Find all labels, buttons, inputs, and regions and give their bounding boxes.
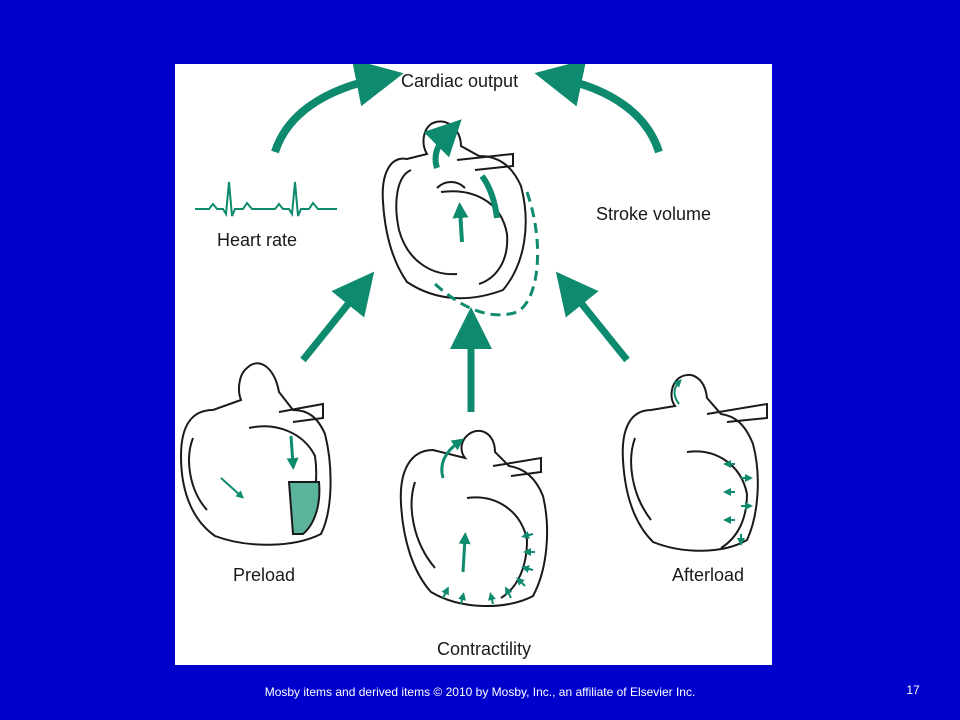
arrow-heartrate-to-output-icon — [271, 64, 404, 154]
preload-label: Preload — [233, 565, 296, 585]
afterload-outward-arrows-icon — [723, 460, 753, 546]
stroke-volume-label: Stroke volume — [596, 204, 712, 224]
contractility-inward-arrows-icon — [441, 531, 535, 605]
preload-inflow-arrow-icon — [220, 477, 244, 499]
slide-number: 17 — [906, 683, 920, 697]
central-heart-flow-arrow-icon — [423, 119, 462, 169]
arrow-strokevolume-to-output-icon — [534, 64, 663, 154]
afterload-heart-icon — [621, 373, 768, 552]
central-heart-flow-arrow-2-icon — [479, 174, 500, 219]
arrow-preload-to-heart-icon — [300, 271, 375, 363]
ecg-trace-icon — [195, 181, 337, 218]
figure-panel: Cardiac output Heart rate Stroke volume … — [175, 64, 772, 665]
contractility-flow-arrow-icon — [440, 438, 464, 479]
contractility-heart-icon — [399, 429, 549, 608]
afterload-label: Afterload — [672, 565, 745, 585]
heart-rate-label: Heart rate — [217, 230, 298, 250]
diagram-canvas — [179, 64, 768, 608]
contractility-up-arrow-icon — [458, 532, 471, 573]
central-heart-up-arrow-icon — [452, 202, 469, 243]
contractility-label: Contractility — [437, 639, 532, 659]
footer-credit: Mosby items and derived items © 2010 by … — [264, 685, 696, 699]
preload-down-arrow-icon — [286, 435, 299, 470]
arrow-afterload-to-heart-icon — [555, 271, 630, 363]
cardiac-output-label: Cardiac output — [401, 71, 519, 91]
preload-filled-ventricle-icon — [287, 481, 321, 535]
central-heart-icon — [381, 120, 527, 300]
afterload-flow-arrow-icon — [673, 379, 682, 405]
